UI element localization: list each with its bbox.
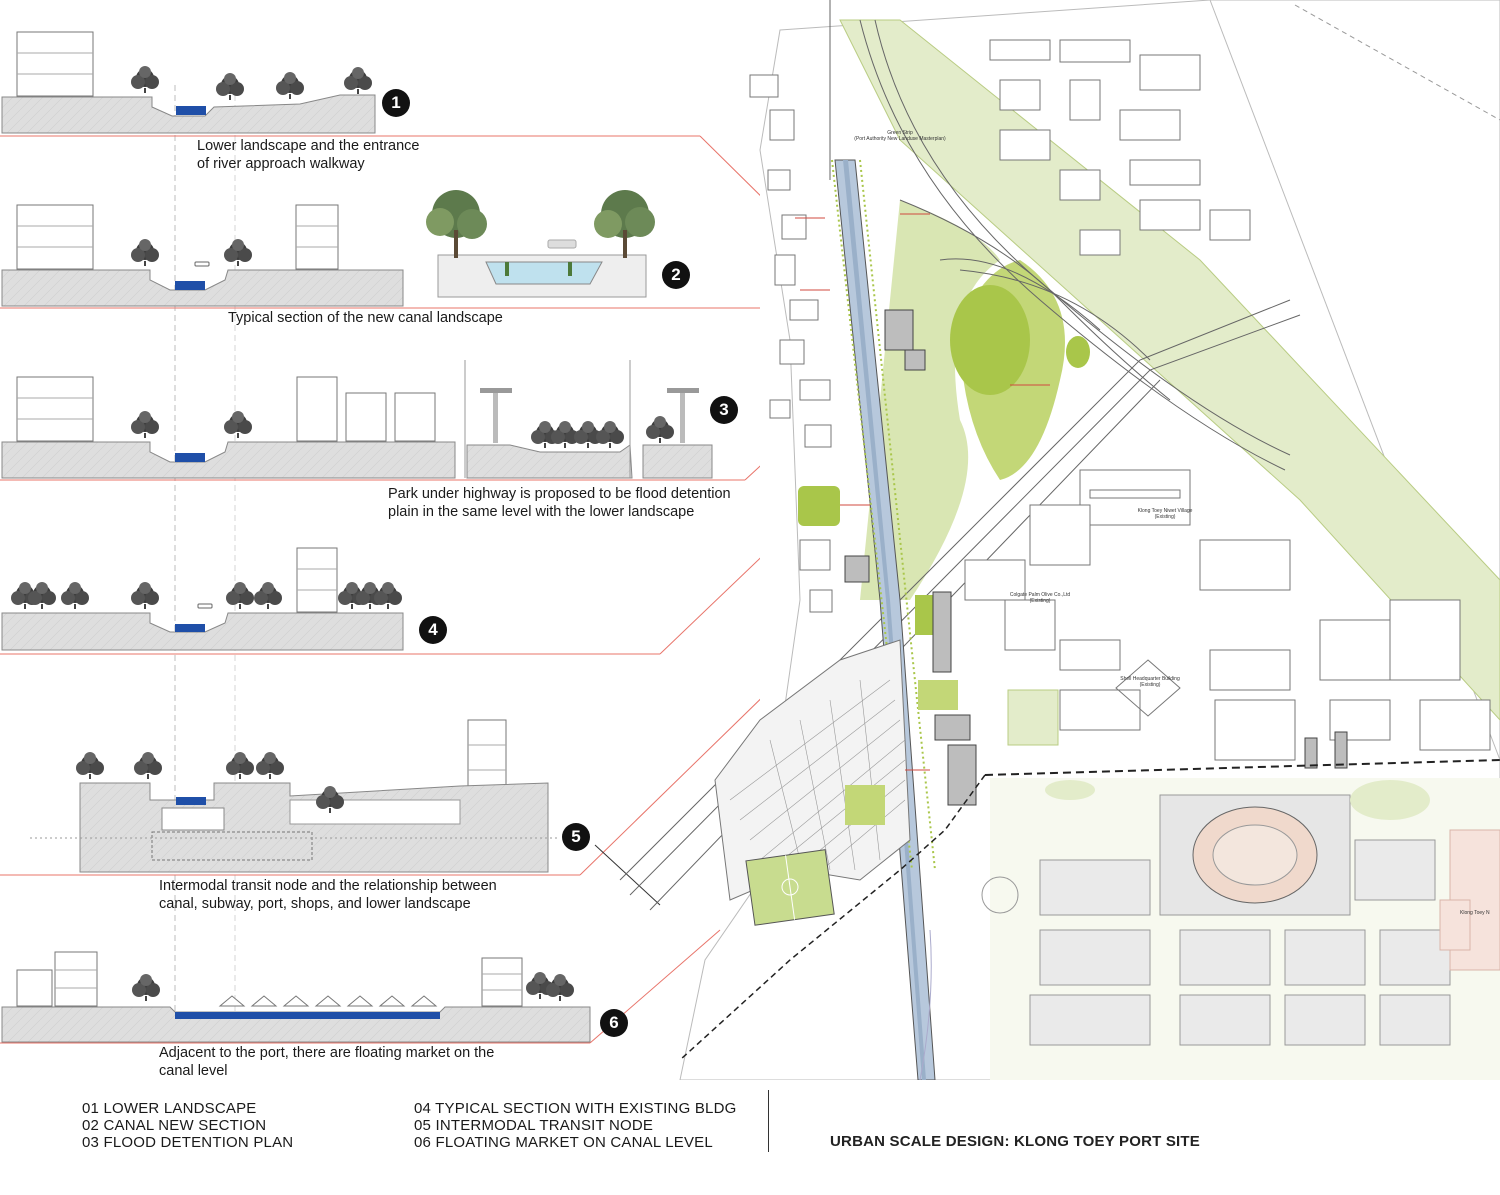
section-2-number: 2	[662, 261, 690, 289]
site-plan	[619, 0, 1500, 1080]
section-3-drawing	[0, 360, 760, 481]
section-4-drawing	[0, 547, 760, 655]
label-line: (Existing)	[1139, 682, 1161, 688]
section-6-number: 6	[600, 1009, 628, 1037]
legend-item: 01 LOWER LANDSCAPE	[82, 1100, 257, 1117]
legend-item: 05 INTERMODAL TRANSIT NODE	[414, 1117, 654, 1134]
label-line: Green Strip	[887, 130, 913, 136]
caption-line: canal, subway, port, shops, and lower la…	[159, 896, 471, 912]
label-klong-toey-village: Klong Toey Niwet Village (Existing)	[1120, 508, 1210, 520]
label-line: Klong Toey N	[1460, 910, 1490, 916]
label-klong-toey-right: Klong Toey N	[1460, 910, 1500, 916]
legend-item: 02 CANAL NEW SECTION	[82, 1117, 267, 1134]
label-line: (Port Authority New Landuse Masterplan)	[854, 136, 946, 142]
label-line: (Existing)	[1029, 598, 1051, 604]
caption-line: Typical section of the new canal landsca…	[228, 310, 503, 326]
section-5-drawing	[0, 698, 760, 906]
legend-divider	[768, 1090, 769, 1152]
section-6-caption: Adjacent to the port, there are floating…	[159, 1044, 494, 1080]
section-1-number: 1	[382, 89, 410, 117]
caption-line: Lower landscape and the entrance	[197, 138, 420, 154]
section-5-caption: Intermodal transit node and the relation…	[159, 877, 497, 913]
caption-line: canal level	[159, 1063, 228, 1079]
label-colgate: Colgate Palm Olive Co.,Ltd (Existing)	[995, 592, 1085, 604]
section-2-detail	[426, 190, 655, 298]
section-3-caption: Park under highway is proposed to be flo…	[388, 485, 731, 521]
caption-line: Adjacent to the port, there are floating…	[159, 1045, 495, 1061]
legend-item: 03 FLOOD DETENTION PLAN	[82, 1134, 294, 1151]
label-line: Shell Headquarter Building	[1120, 676, 1180, 682]
section-4-number: 4	[419, 616, 447, 644]
section-6-drawing	[0, 929, 721, 1044]
section-2-drawing	[0, 190, 760, 309]
sections-drawing	[0, 31, 760, 1044]
label-shell: Shell Headquarter Building (Existing)	[1115, 676, 1185, 688]
page-title: URBAN SCALE DESIGN: KLONG TOEY PORT SITE	[830, 1133, 1200, 1150]
label-line: (Existing)	[1154, 514, 1176, 520]
legend-column-1: 01 LOWER LANDSCAPE 02 CANAL NEW SECTION …	[82, 1100, 293, 1151]
section-1-drawing	[0, 31, 760, 196]
caption-line: of river approach walkway	[197, 156, 365, 172]
section-1-caption: Lower landscape and the entrance of rive…	[197, 137, 420, 173]
legend-item: 06 FLOATING MARKET ON CANAL LEVEL	[414, 1134, 713, 1151]
label-line: Klong Toey Niwet Village	[1137, 508, 1193, 514]
legend-column-2: 04 TYPICAL SECTION WITH EXISTING BLDG 05…	[414, 1100, 736, 1151]
section-2-caption: Typical section of the new canal landsca…	[228, 309, 503, 327]
section-3-number: 3	[710, 396, 738, 424]
caption-line: plain in the same level with the lower l…	[388, 504, 695, 520]
label-line: Colgate Palm Olive Co.,Ltd	[1009, 592, 1071, 598]
legend-item: 04 TYPICAL SECTION WITH EXISTING BLDG	[414, 1100, 737, 1117]
caption-line: Park under highway is proposed to be flo…	[388, 486, 731, 502]
label-green-strip: Green Strip (Port Authority New Landuse …	[840, 130, 960, 142]
caption-line: Intermodal transit node and the relation…	[159, 878, 497, 894]
section-5-number: 5	[562, 823, 590, 851]
